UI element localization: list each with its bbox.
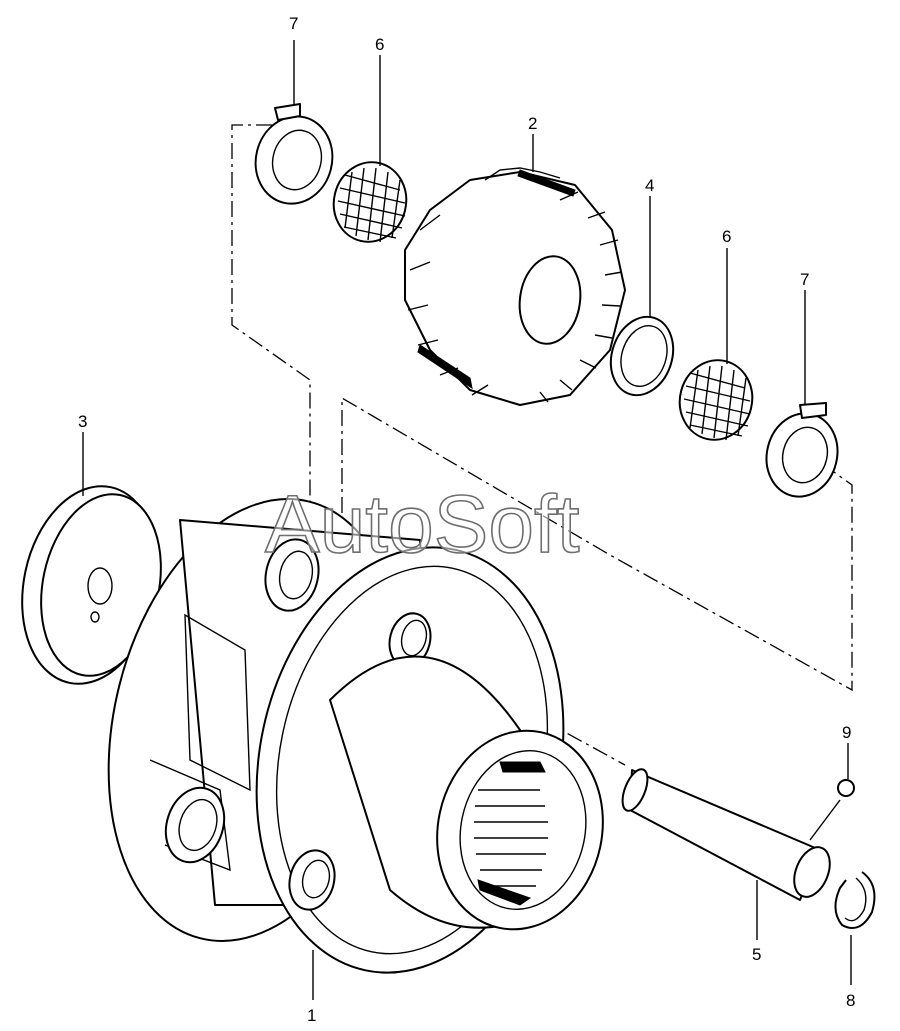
assembly-line-left	[231, 124, 311, 580]
callout-6-right: 6	[722, 227, 731, 246]
watermark-text: AutoSoft	[265, 479, 580, 570]
callout-3: 3	[78, 412, 87, 431]
part-7-thrust-washer-right	[765, 402, 839, 498]
part-2-planet-gear	[404, 167, 626, 406]
part-6-needle-bearing-top	[332, 161, 408, 243]
hub-internal-splines	[474, 761, 548, 906]
leader-lines	[82, 40, 852, 1000]
callout-4: 4	[645, 176, 654, 195]
part-1-carrier-housing	[107, 498, 604, 974]
part-6-needle-bearing-right	[678, 359, 754, 441]
callout-9: 9	[842, 723, 851, 742]
callout-1: 1	[307, 1006, 316, 1025]
part-9-ball	[837, 779, 855, 797]
assembly-line-center	[341, 396, 853, 692]
callout-numbers: 7 6 2 4 6 7 3 9 5 8 1	[78, 14, 855, 1025]
part-8-snap-ring	[834, 871, 876, 929]
callout-8: 8	[846, 991, 855, 1010]
part-4-bearing-race	[609, 315, 675, 397]
callout-2: 2	[528, 114, 537, 133]
callout-7-top: 7	[289, 14, 298, 33]
part-3-thrust-disc	[21, 485, 162, 685]
part-7-thrust-washer-top	[254, 103, 334, 205]
callout-5: 5	[752, 945, 761, 964]
part-5-planet-pin	[621, 768, 831, 901]
callout-6-top: 6	[375, 35, 384, 54]
callout-7-right: 7	[800, 270, 809, 289]
